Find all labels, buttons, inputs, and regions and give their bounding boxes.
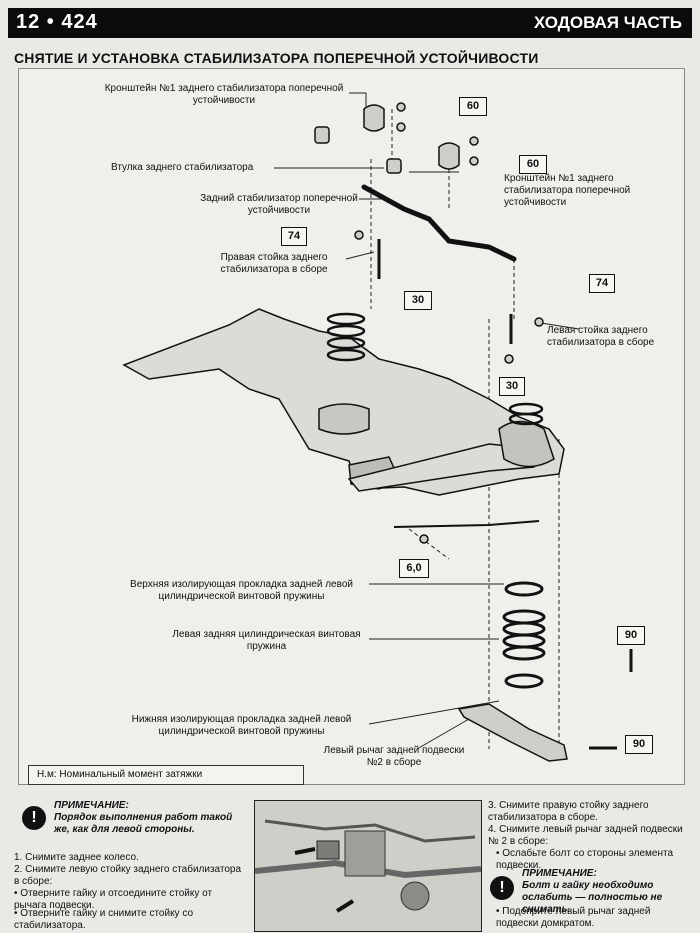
note-text: Порядок выполнения работ такой же, как д… xyxy=(54,812,233,835)
step-2-bullet-2: • Отверните гайку и снимите стойку со ст… xyxy=(14,908,194,931)
label-bushing: Втулка заднего стабилизатора xyxy=(111,162,254,173)
step-4: 4. Снимите левый рычаг задней подвески №… xyxy=(488,824,683,847)
step-4-bullet-1: • Ослабьте болт со стороны элемента подв… xyxy=(496,848,674,871)
note-text: Болт и гайку необходимо ослабить — полно… xyxy=(522,880,663,915)
torque-box: 74 xyxy=(281,227,307,246)
note-title: ПРИМЕЧАНИЕ: xyxy=(54,800,129,811)
step-2: 2. Снимите левую стойку заднего стабилиз… xyxy=(14,864,242,887)
section-title: СНЯТИЕ И УСТАНОВКА СТАБИЛИЗАТОРА ПОПЕРЕЧ… xyxy=(14,50,539,66)
label-right-link: Правая стойка заднего стабилизатора в сб… xyxy=(220,252,328,275)
warning-icon: ! xyxy=(490,876,514,900)
exploded-view-drawing xyxy=(122,92,633,762)
step-3: 3. Снимите правую стойку заднего стабили… xyxy=(488,800,649,823)
page-header: 12 • 424 ХОДОВАЯ ЧАСТЬ xyxy=(8,8,692,38)
note-title: ПРИМЕЧАНИЕ: xyxy=(522,868,597,879)
torque-box: 60 xyxy=(519,155,547,174)
torque-box: 30 xyxy=(499,377,525,396)
torque-box: 30 xyxy=(404,291,432,310)
label-left-link: Левая стойка заднего стабилизатора в сбо… xyxy=(547,325,655,348)
torque-box: 74 xyxy=(589,274,615,293)
torque-box: 6,0 xyxy=(399,559,429,578)
chapter-title: ХОДОВАЯ ЧАСТЬ xyxy=(533,13,682,32)
step-1: 1. Снимите заднее колесо. xyxy=(14,852,139,863)
label-lower-pad: Нижняя изолирующая прокладка задней лево… xyxy=(131,714,352,737)
torque-legend: Н.м: Номинальный момент затяжки xyxy=(28,765,304,785)
label-bracket-right: Кронштейн №1 заднего стабилизатора попер… xyxy=(504,173,631,208)
label-upper-pad: Верхняя изолирующая прокладка задней лев… xyxy=(130,579,353,602)
torque-box: 90 xyxy=(617,626,645,645)
step-2-bullet-1: • Отверните гайку и отсоедините стойку о… xyxy=(14,888,213,911)
warning-icon: ! xyxy=(22,806,46,830)
torque-box: 60 xyxy=(459,97,487,116)
page-number: 12 • 424 xyxy=(16,11,98,33)
torque-box: 90 xyxy=(625,735,653,754)
label-bracket-left: Кронштейн №1 заднего стабилизатора попер… xyxy=(104,83,344,106)
label-lower-arm: Левый рычаг задней подвески №2 в сборе xyxy=(323,745,465,768)
label-stabilizer: Задний стабилизатор поперечной устойчиво… xyxy=(200,193,358,216)
step-4-bullet-2: • Подоприте левый рычаг задней подвески … xyxy=(496,906,651,929)
suspension-diagram: Кронштейн №1 заднего стабилизатора попер… xyxy=(18,68,685,785)
label-spring: Левая задняя цилиндрическая винтовая пру… xyxy=(172,629,361,652)
procedure-photo xyxy=(254,800,482,932)
